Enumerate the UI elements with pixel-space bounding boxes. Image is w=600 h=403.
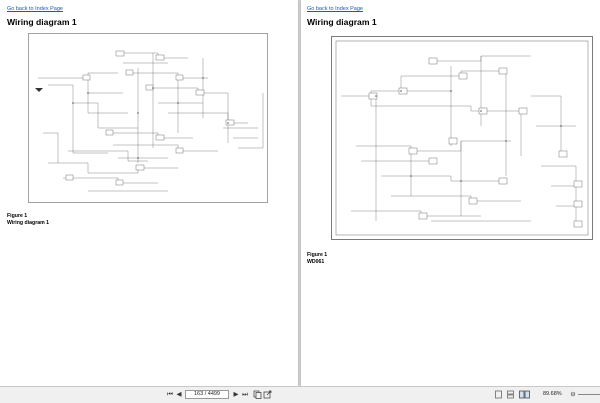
figure-caption: WD061: [307, 258, 325, 265]
right-page: Go back to Index Page Wiring diagram 1: [301, 0, 600, 386]
left-page: Go back to Index Page Wiring diagram 1: [0, 0, 298, 386]
two-page-view-icon[interactable]: [519, 390, 530, 399]
next-page-icon[interactable]: ▶: [233, 391, 239, 398]
wiring-diagram: [331, 36, 593, 240]
first-page-icon[interactable]: ⏮: [167, 391, 173, 398]
figure-label: Figure 1 WD061: [307, 252, 327, 265]
back-to-index-link[interactable]: Go back to Index Page: [7, 6, 63, 12]
previous-page-icon[interactable]: ◀: [176, 391, 182, 398]
page-title: Wiring diagram 1: [7, 17, 77, 27]
zoom-out-icon[interactable]: ⊖: [570, 391, 576, 398]
back-to-index-link[interactable]: Go back to Index Page: [307, 6, 363, 12]
page-title: Wiring diagram 1: [307, 17, 377, 27]
figure-number: Figure 1: [307, 252, 328, 258]
export-icon[interactable]: [263, 390, 272, 399]
page-number-input[interactable]: [185, 390, 229, 399]
zoom-slider[interactable]: [578, 394, 600, 395]
viewer-toolbar: ⏮ ◀ ▶ ⏭ 89.68% ⊖: [0, 386, 600, 403]
zoom-level[interactable]: 89.68%: [543, 391, 562, 397]
last-page-icon[interactable]: ⏭: [242, 391, 248, 398]
continuous-view-icon[interactable]: [506, 390, 515, 399]
single-page-view-icon[interactable]: [494, 390, 503, 399]
copy-icon[interactable]: [253, 390, 262, 399]
wiring-diagram: [28, 33, 268, 203]
ground-icon: [35, 88, 43, 92]
figure-label: Figure 1 Wiring diagram 1: [7, 213, 49, 226]
figure-caption: Wiring diagram 1: [7, 219, 50, 226]
figure-number: Figure 1: [7, 213, 28, 219]
